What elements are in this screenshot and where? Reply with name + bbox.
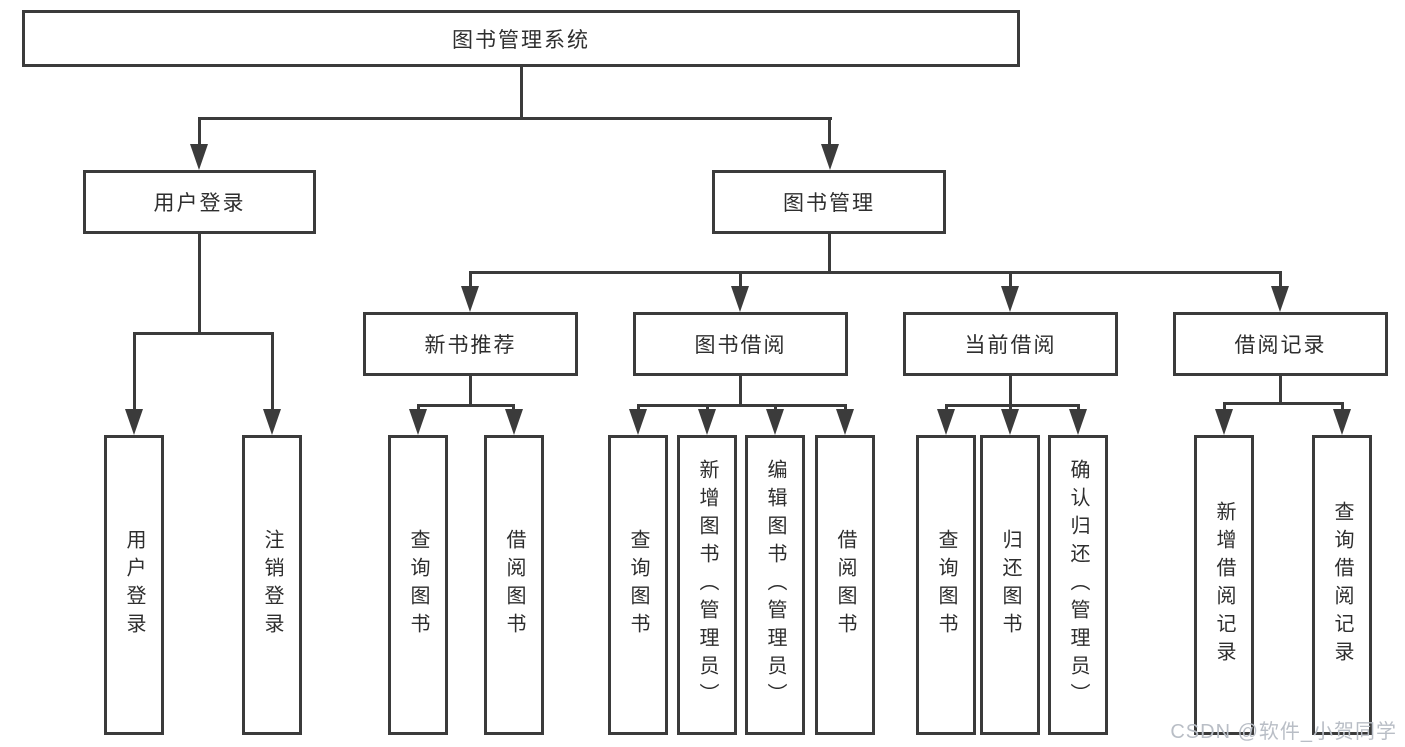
connector-line (1077, 404, 1080, 413)
node-root-label: 图书管理系统 (452, 28, 590, 52)
arrowhead (461, 286, 479, 312)
arrowhead (836, 409, 854, 435)
arrowhead (190, 144, 208, 170)
leaf-return-book: 归还图书 (980, 435, 1040, 735)
connector-line (1223, 402, 1344, 405)
leaf-borrow-book-borrowing-label: 借阅图书 (834, 529, 856, 641)
watermark: CSDN @软件_小贺同学 (1170, 721, 1397, 743)
node-root: 图书管理系统 (22, 10, 1020, 67)
arrowhead (263, 409, 281, 435)
node-book-management-label: 图书管理 (783, 192, 875, 215)
connector-line (637, 404, 640, 413)
leaf-query-book-current-label: 查询图书 (935, 529, 957, 641)
leaf-query-book-recommend: 查询图书 (388, 435, 448, 735)
arrowhead (821, 144, 839, 170)
arrowhead (937, 409, 955, 435)
arrowhead (1215, 409, 1233, 435)
arrowhead (629, 409, 647, 435)
node-book-borrowing-label: 图书借阅 (694, 334, 787, 357)
node-book-management: 图书管理 (712, 170, 946, 234)
leaf-add-borrow-record-label: 新增借阅记录 (1213, 501, 1235, 669)
connector-line (198, 117, 832, 120)
node-book-borrowing: 图书借阅 (633, 312, 848, 376)
connector-line (198, 232, 201, 335)
arrowhead (1001, 409, 1019, 435)
leaf-logout-label: 注销登录 (261, 529, 283, 641)
connector-line (1341, 402, 1344, 413)
leaf-query-book-borrowing-label: 查询图书 (627, 529, 649, 641)
leaf-logout: 注销登录 (242, 435, 302, 735)
connector-line (739, 374, 742, 407)
connector-line (271, 332, 274, 412)
arrowhead (766, 409, 784, 435)
arrowhead (1001, 286, 1019, 312)
connector-line (637, 404, 846, 407)
connector-line (1223, 402, 1226, 413)
arrowhead (731, 286, 749, 312)
connector-line (469, 271, 1282, 274)
connector-line (198, 117, 201, 147)
leaf-user-login: 用户登录 (104, 435, 164, 735)
node-borrowing-records: 借阅记录 (1173, 312, 1388, 376)
node-borrowing-records-label: 借阅记录 (1234, 334, 1327, 357)
connector-line (1279, 271, 1282, 289)
leaf-query-borrow-record: 查询借阅记录 (1312, 435, 1372, 735)
connector-line (469, 271, 472, 289)
leaf-query-book-borrowing: 查询图书 (608, 435, 668, 735)
connector-line (706, 404, 709, 413)
leaf-confirm-return-admin-label: 确认归还（管理员） (1067, 459, 1089, 711)
leaf-add-borrow-record: 新增借阅记录 (1194, 435, 1254, 735)
arrowhead (505, 409, 523, 435)
arrowhead (1271, 286, 1289, 312)
node-user-login-label: 用户登录 (153, 192, 246, 215)
leaf-borrow-book-recommend: 借阅图书 (484, 435, 544, 735)
leaf-borrow-book-recommend-label: 借阅图书 (503, 529, 525, 641)
node-new-book-recommend-label: 新书推荐 (424, 334, 517, 357)
leaf-add-book-admin-label: 新增图书（管理员） (696, 459, 718, 711)
connector-line (945, 404, 1080, 407)
connector-line (739, 271, 742, 289)
arrowhead (409, 409, 427, 435)
leaf-query-book-recommend-label: 查询图书 (407, 529, 429, 641)
connector-line (945, 404, 948, 413)
connector-line (844, 404, 847, 413)
node-user-login: 用户登录 (83, 170, 316, 234)
connector-line (828, 117, 831, 147)
connector-line (133, 332, 274, 335)
arrowhead (1333, 409, 1351, 435)
connector-line (417, 404, 515, 407)
leaf-edit-book-admin: 编辑图书（管理员） (745, 435, 805, 735)
connector-line (1009, 271, 1012, 289)
leaf-edit-book-admin-label: 编辑图书（管理员） (764, 459, 786, 711)
connector-line (1009, 374, 1012, 407)
arrowhead (125, 409, 143, 435)
arrowhead (1069, 409, 1087, 435)
connector-line (828, 232, 831, 274)
node-current-borrowing-label: 当前借阅 (964, 334, 1057, 357)
leaf-query-borrow-record-label: 查询借阅记录 (1331, 501, 1353, 669)
connector-line (469, 374, 472, 407)
connector-line (1279, 374, 1282, 405)
leaf-query-book-current: 查询图书 (916, 435, 976, 735)
connector-line (1009, 404, 1012, 413)
leaf-user-login-label: 用户登录 (123, 529, 145, 641)
leaf-add-book-admin: 新增图书（管理员） (677, 435, 737, 735)
connector-line (520, 65, 523, 118)
leaf-borrow-book-borrowing: 借阅图书 (815, 435, 875, 735)
arrowhead (698, 409, 716, 435)
connector-line (774, 404, 777, 413)
leaf-confirm-return-admin: 确认归还（管理员） (1048, 435, 1108, 735)
connector-line (133, 332, 136, 412)
connector-line (512, 404, 515, 413)
connector-line (417, 404, 420, 413)
node-current-borrowing: 当前借阅 (903, 312, 1118, 376)
leaf-return-book-label: 归还图书 (999, 529, 1021, 641)
node-new-book-recommend: 新书推荐 (363, 312, 578, 376)
